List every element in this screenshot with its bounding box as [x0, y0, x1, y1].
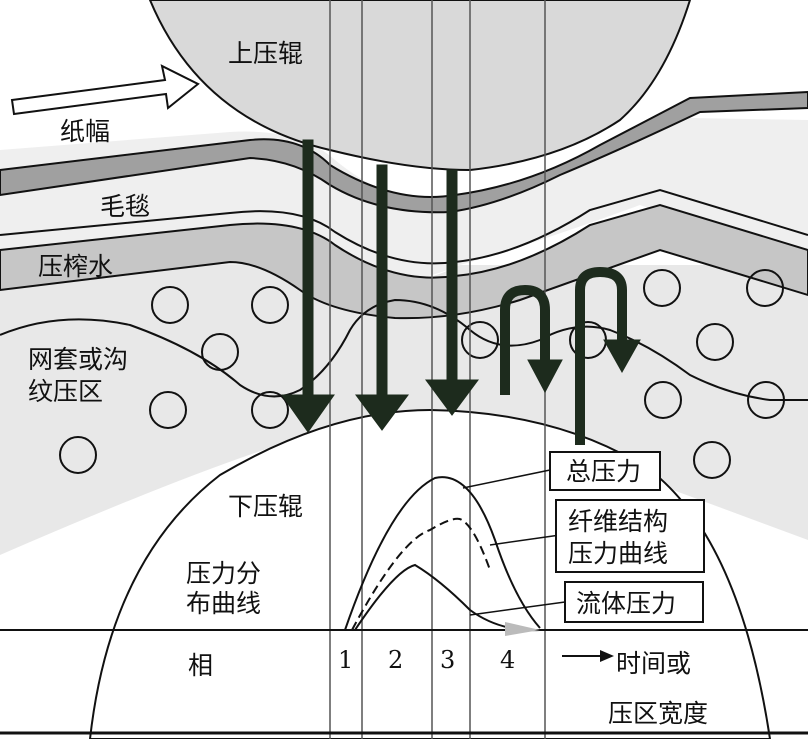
- time-label-2: 压区宽度: [608, 699, 708, 728]
- groove-circle: [693, 441, 731, 479]
- groove-circle: [251, 391, 289, 429]
- fiber-curve-text-1: 纤维结构: [568, 507, 668, 536]
- arrow-down-icon: [281, 139, 335, 433]
- leader-fluid: [469, 601, 566, 616]
- fluid-tail: [505, 622, 540, 636]
- fiber-curve-box: [555, 499, 705, 573]
- total-pressure-curve: [344, 476, 541, 631]
- groove-circle: [747, 381, 785, 419]
- fluid-pressure-box: [564, 581, 704, 623]
- phase-number: 3: [440, 646, 455, 674]
- groove-circle: [644, 381, 682, 419]
- groove-circle: [149, 391, 187, 429]
- groove-circle: [251, 286, 289, 324]
- groove-circle: [696, 323, 734, 361]
- arrow-down-icon: [355, 164, 409, 431]
- groove-circle: [746, 269, 784, 307]
- groove-circle: [59, 436, 97, 474]
- pressure-dist-label-2: 布曲线: [186, 589, 261, 618]
- arrow-down-icon: [425, 169, 479, 416]
- phase-number: 4: [500, 646, 515, 674]
- felt-line-1: [0, 188, 808, 265]
- felt-label: 毛毯: [100, 192, 150, 221]
- curl-arrowhead: [527, 359, 563, 394]
- groove-zone-label-2: 纹压区: [28, 377, 103, 406]
- phase-number: 2: [388, 646, 403, 674]
- curl-arrowhead: [603, 339, 641, 374]
- curl-arrow-icon: [500, 284, 550, 395]
- phase-number: 1: [338, 646, 353, 674]
- time-label-1: 时间或: [616, 649, 691, 678]
- leader-fiber: [489, 534, 561, 546]
- time-arrowhead-icon: [600, 650, 614, 662]
- groove-circle: [643, 269, 681, 307]
- pressure-dist-label-1: 压力分: [186, 559, 261, 588]
- pressure-arrows: [281, 139, 641, 445]
- groove-zone-label-1: 网套或沟: [28, 345, 128, 374]
- fluid-pressure-curve: [354, 563, 541, 632]
- lower-roll-label: 下压辊: [228, 492, 303, 521]
- curl-arrow-icon: [575, 266, 627, 445]
- pressed-water-band: [0, 203, 808, 320]
- fiber-pressure-curve: [351, 517, 491, 631]
- fiber-curve-text-2: 压力曲线: [568, 539, 668, 568]
- upper-roll-label: 上压辊: [228, 39, 303, 68]
- total-pressure-box: [549, 451, 661, 491]
- groove-wave-line: [0, 298, 808, 401]
- fluid-pressure-text: 流体压力: [576, 589, 676, 618]
- paper-web-label: 纸幅: [60, 117, 110, 146]
- phase-label: 相: [188, 651, 213, 680]
- pressed-water-label: 压榨水: [38, 252, 113, 281]
- paper-feed-arrow-icon: [10, 64, 200, 116]
- groove-circle: [461, 321, 499, 359]
- total-pressure-text: 总压力: [566, 457, 641, 486]
- leader-total: [462, 469, 551, 489]
- groove-circle: [151, 286, 189, 324]
- groove-circle: [201, 333, 239, 371]
